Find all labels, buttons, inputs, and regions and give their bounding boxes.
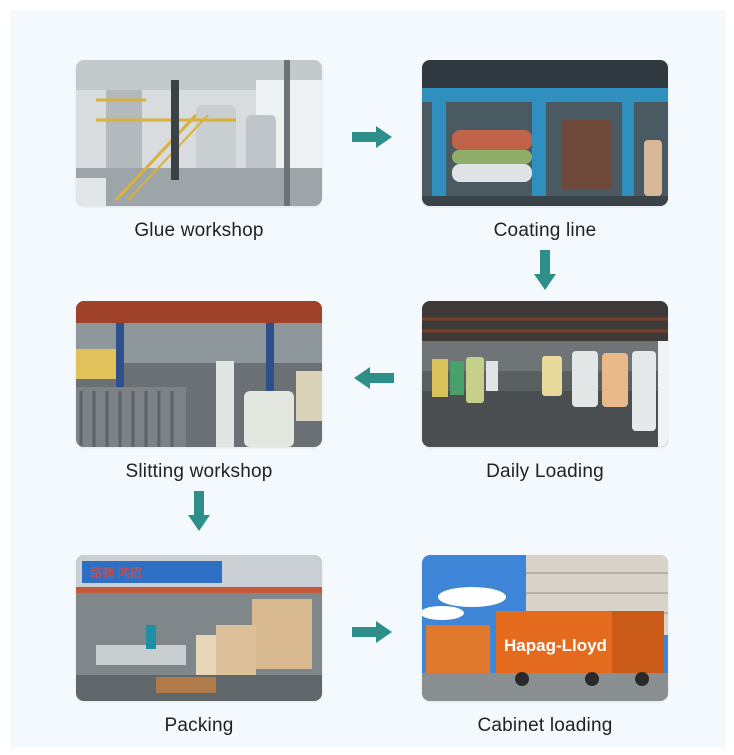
arrow-left-1	[354, 367, 394, 389]
step-label: Daily Loading	[486, 461, 604, 482]
packing-photo: 路顿 鸿招	[76, 555, 322, 701]
step-slitting-workshop: Slitting workshop	[76, 301, 322, 483]
step-label: Cabinet loading	[477, 715, 613, 736]
arrow-right-1	[352, 126, 392, 148]
truck-brand-text: Hapag-Lloyd	[504, 636, 607, 655]
step-daily-loading: Daily Loading	[422, 301, 668, 483]
cabinet-loading-photo: Hapag-Lloyd	[422, 555, 668, 701]
step-label: Packing	[164, 715, 234, 736]
step-cabinet-loading: Hapag-Lloyd Cabinet loading	[422, 555, 668, 737]
step-packing: 路顿 鸿招 Packing	[76, 555, 322, 737]
coating-line-photo	[422, 60, 668, 206]
step-glue-workshop: Glue workshop	[76, 60, 322, 242]
daily-loading-photo	[422, 301, 668, 447]
process-panel: Glue workshop Coating line	[10, 10, 726, 747]
step-label: Coating line	[493, 220, 597, 241]
step-label: Slitting workshop	[125, 461, 273, 482]
arrow-right-2	[352, 621, 392, 643]
slitting-workshop-photo	[76, 301, 322, 447]
step-label: Glue workshop	[134, 220, 264, 241]
step-coating-line: Coating line	[422, 60, 668, 242]
arrow-down-1	[534, 250, 556, 290]
factory-banner: 路顿 鸿招	[90, 565, 142, 580]
arrow-down-2	[188, 491, 210, 531]
glue-workshop-photo	[76, 60, 322, 206]
